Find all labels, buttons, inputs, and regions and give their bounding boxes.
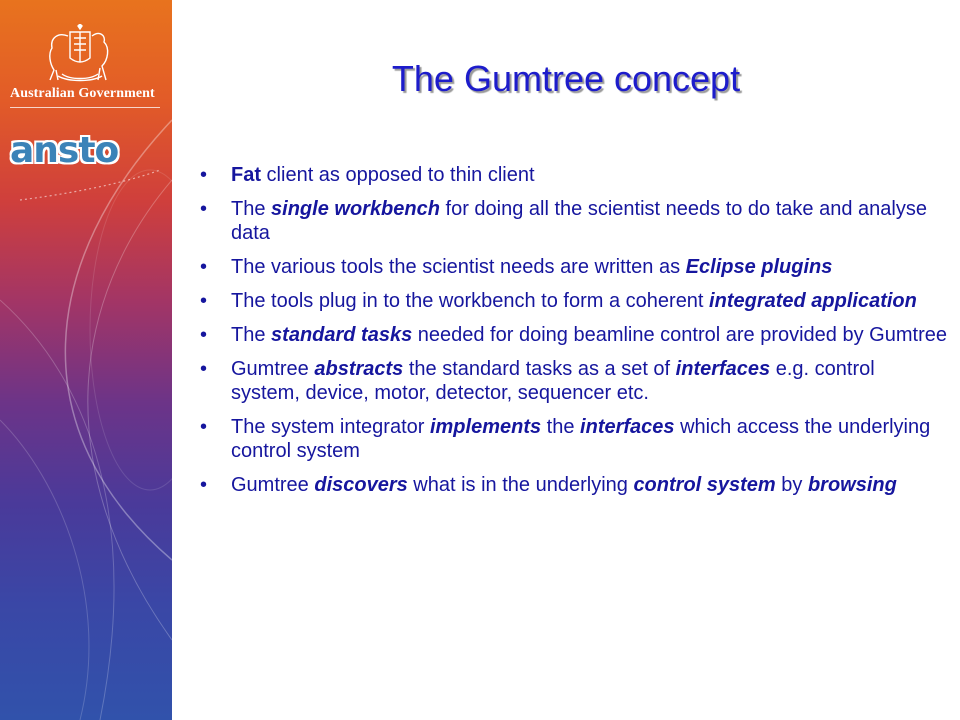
bullet-text: Gumtree bbox=[231, 358, 315, 380]
decorative-swooshes bbox=[0, 119, 172, 720]
bullet-text: The bbox=[231, 198, 272, 220]
bullet-text: discovers bbox=[314, 474, 408, 496]
bullet-marker: • bbox=[200, 164, 208, 186]
divider bbox=[10, 107, 160, 108]
bullet-text: the bbox=[541, 416, 581, 438]
slide-title: The Gumtree concept bbox=[391, 58, 741, 99]
bullet-text: The bbox=[231, 324, 272, 346]
bullet-item: • The system integrator implements the in… bbox=[196, 415, 948, 463]
bullet-text: The system integrator bbox=[231, 416, 430, 438]
bullet-text: The tools plug in to the workbench to fo… bbox=[231, 290, 710, 312]
bullet-text: Fat bbox=[231, 164, 261, 186]
bullet-text: the standard tasks as a set of bbox=[403, 358, 676, 380]
bullet-marker: • bbox=[200, 416, 208, 438]
bullet-text: Eclipse plugins bbox=[685, 256, 833, 278]
bullet-text: implements bbox=[429, 416, 542, 438]
ansto-logo: ansto bbox=[10, 130, 119, 171]
bullet-text: Gumtree bbox=[231, 474, 315, 496]
bullet-list: • Fat client as opposed to thin client • Th… bbox=[196, 163, 948, 507]
branding-sidebar: Australian Government ansto bbox=[0, 0, 172, 720]
bullet-item: • Fat client as opposed to thin client bbox=[196, 163, 948, 187]
bullet-text: e.g. control system, device, motor, dete… bbox=[231, 358, 875, 404]
bullet-text: interfaces bbox=[580, 416, 675, 438]
bullet-item: • The single workbench for doing all the … bbox=[196, 197, 948, 245]
logo-text: ansto bbox=[10, 130, 119, 171]
bullet-text: for doing all the scientist needs to do … bbox=[231, 198, 927, 244]
bullet-item: • Gumtree discovers what is in the underl… bbox=[196, 473, 948, 497]
bullet-marker: • bbox=[200, 256, 208, 278]
bullet-marker: • bbox=[200, 358, 208, 380]
bullet-text: single workbench bbox=[271, 198, 440, 220]
bullet-marker: • bbox=[200, 324, 208, 346]
bullet-text: what is in the underlying bbox=[407, 474, 634, 496]
bullet-text: standard tasks bbox=[271, 324, 413, 346]
bullet-item: • The various tools the scientist needs a… bbox=[196, 255, 948, 279]
bullet-item: • The tools plug in to the workbench to f… bbox=[196, 289, 948, 313]
bullet-text: which access the underlying control syst… bbox=[231, 416, 931, 462]
bullet-text: control system bbox=[633, 474, 776, 496]
bullet-marker: • bbox=[200, 198, 208, 220]
bullet-text: integrated application bbox=[709, 290, 917, 312]
bullet-text: browsing bbox=[807, 474, 897, 496]
bullet-text: abstracts bbox=[314, 358, 404, 380]
bullet-marker: • bbox=[200, 290, 208, 312]
bullet-item: • Gumtree abstracts the standard tasks as… bbox=[196, 357, 948, 405]
bullet-text: interfaces bbox=[675, 358, 771, 380]
australian-coat-of-arms-icon bbox=[49, 24, 109, 82]
bullet-marker: • bbox=[200, 474, 208, 496]
bullet-text: The various tools the scientist needs ar… bbox=[231, 256, 686, 278]
bullet-text: client as opposed to thin client bbox=[261, 164, 535, 186]
bullet-item: • The standard tasks needed for doing bea… bbox=[196, 323, 948, 347]
bullet-text: needed for doing beamline control are pr… bbox=[412, 324, 947, 346]
government-label: Australian Government bbox=[10, 86, 155, 101]
bullet-text: by bbox=[775, 474, 808, 496]
